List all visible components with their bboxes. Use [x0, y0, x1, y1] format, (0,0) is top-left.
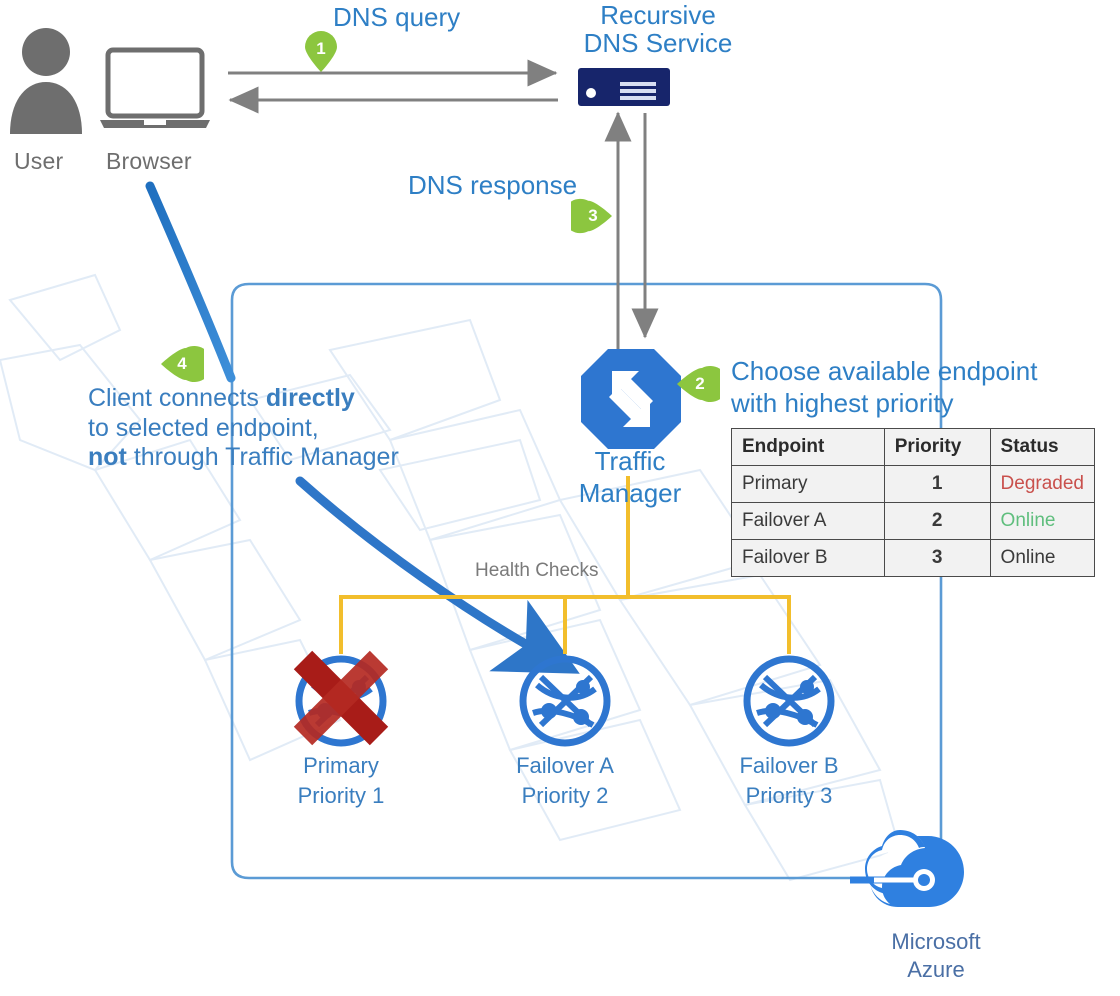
endpoint-status-table: Endpoint Priority Status Primary 1 Degra…: [731, 428, 1096, 577]
badge-4: 4: [160, 342, 213, 386]
badge-1: 1: [301, 29, 341, 73]
traffic-manager-label: Traffic Manager: [578, 446, 682, 508]
azure-cloud-icon: [850, 830, 964, 907]
globe-network-icon: [743, 655, 835, 747]
client-note-directly: directly: [265, 384, 355, 412]
table-header-row: Endpoint Priority Status: [731, 428, 1096, 466]
client-note: Client connects directly to selected end…: [88, 384, 468, 473]
table-row: Failover B 3 Online: [731, 539, 1096, 577]
user-label: User: [14, 148, 64, 174]
table-row: Primary 1 Degraded: [731, 465, 1096, 503]
traffic-manager-arrows-icon: [581, 349, 681, 449]
badge-pin-icon: [161, 346, 213, 382]
row-status: Online: [989, 502, 1096, 540]
badge-4-number: 4: [177, 354, 187, 373]
row-endpoint: Primary: [731, 465, 885, 503]
table-header-endpoint: Endpoint: [731, 428, 885, 466]
badge-pin-icon: [305, 31, 337, 72]
health-checks-label: Health Checks: [475, 560, 599, 581]
table-header-status: Status: [989, 428, 1096, 466]
client-note-line1: Client connects directly: [88, 384, 468, 414]
user-person-icon: [10, 28, 82, 134]
table-header-priority: Priority: [883, 428, 991, 466]
globe-network-icon: [519, 655, 611, 747]
row-priority: 1: [883, 465, 991, 503]
azure-label-line2: Azure: [907, 957, 965, 982]
badge-pin-icon: [563, 198, 613, 234]
recursive-dns-label-line2: DNS Service: [583, 28, 733, 58]
client-note-line2: to selected endpoint,: [88, 413, 319, 442]
badge-2-number: 2: [695, 374, 705, 393]
endpoint-failover-a-name: Failover A: [516, 753, 614, 778]
client-note-not: not: [88, 443, 127, 471]
dns-response-label: DNS response: [408, 170, 578, 200]
choose-endpoint-line1: Choose available endpoint: [731, 356, 1038, 386]
recursive-dns-label-line1: Recursive: [600, 0, 716, 30]
client-note-seg1: Client connects: [88, 384, 266, 412]
azure-boundary: [230, 282, 943, 880]
row-priority: 3: [883, 539, 991, 577]
row-status: Degraded: [989, 465, 1096, 503]
badge-1-number: 1: [316, 39, 326, 58]
endpoint-failover-a-priority: Priority 2: [521, 783, 609, 808]
client-direct-arrow: [295, 476, 580, 674]
endpoint-primary-priority: Priority 1: [297, 783, 385, 808]
browser-to-cloud-curve: [145, 181, 236, 383]
endpoint-primary-name: Primary: [303, 753, 379, 778]
azure-label-line1: Microsoft: [891, 929, 981, 954]
badge-2: 2: [676, 362, 729, 406]
health-check-lines: [339, 476, 791, 654]
row-status: Online: [989, 539, 1096, 577]
badge-pin-icon: [677, 366, 729, 402]
dns-query-label: DNS query: [333, 2, 461, 32]
client-note-line3: not through Traffic Manager: [88, 443, 468, 473]
red-cross-icon: [293, 650, 389, 746]
endpoint-failover-b-priority: Priority 3: [745, 783, 833, 808]
laptop-icon: [100, 47, 210, 128]
row-endpoint: Failover B: [731, 539, 885, 577]
badge-3-number: 3: [588, 206, 598, 225]
row-priority: 2: [883, 502, 991, 540]
endpoint-failover-b-name: Failover B: [739, 753, 839, 778]
browser-label: Browser: [106, 148, 192, 174]
choose-endpoint-line2: with highest priority: [731, 388, 954, 418]
client-note-seg5: through Traffic Manager: [126, 443, 399, 471]
dns-server-icon: [578, 68, 670, 106]
badge-3: 3: [563, 195, 613, 239]
